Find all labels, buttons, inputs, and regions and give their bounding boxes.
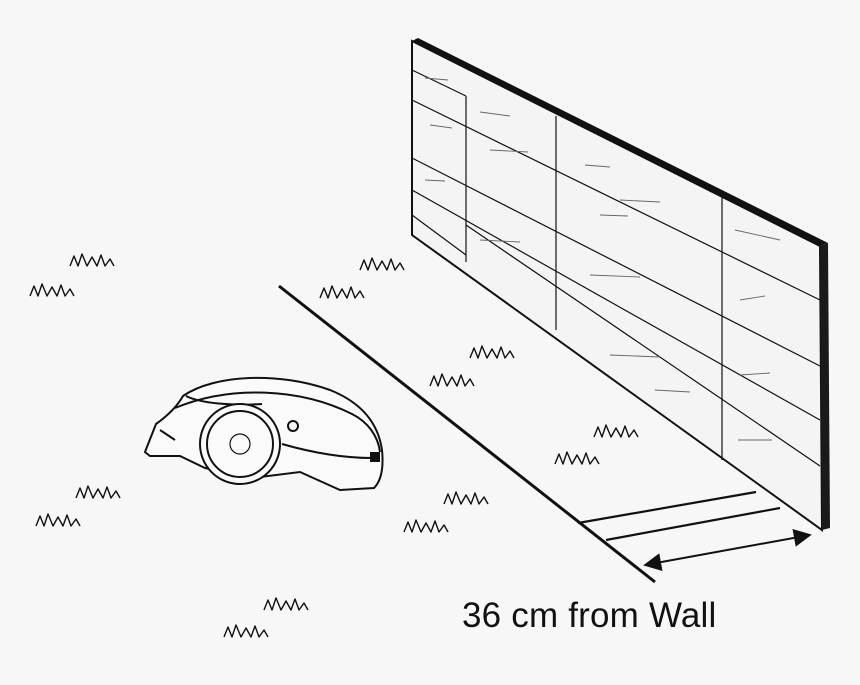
grass-tuft-icon bbox=[223, 597, 309, 638]
grass-tuft-icon bbox=[29, 253, 115, 297]
distance-caption: 36 cm from Wall bbox=[462, 596, 717, 635]
boundary-line bbox=[278, 284, 656, 584]
wall-icon bbox=[411, 38, 830, 532]
grass-tuft-icon bbox=[403, 491, 489, 533]
robotic-lawn-mower-icon bbox=[143, 376, 384, 492]
grass-tuft-icon bbox=[554, 424, 639, 465]
grass-tuft-icon bbox=[35, 485, 121, 527]
double-arrow-icon bbox=[643, 529, 812, 571]
ground-strip bbox=[577, 490, 781, 542]
grass-tuft-icon bbox=[429, 345, 515, 387]
grass-tuft-icon bbox=[319, 257, 405, 299]
